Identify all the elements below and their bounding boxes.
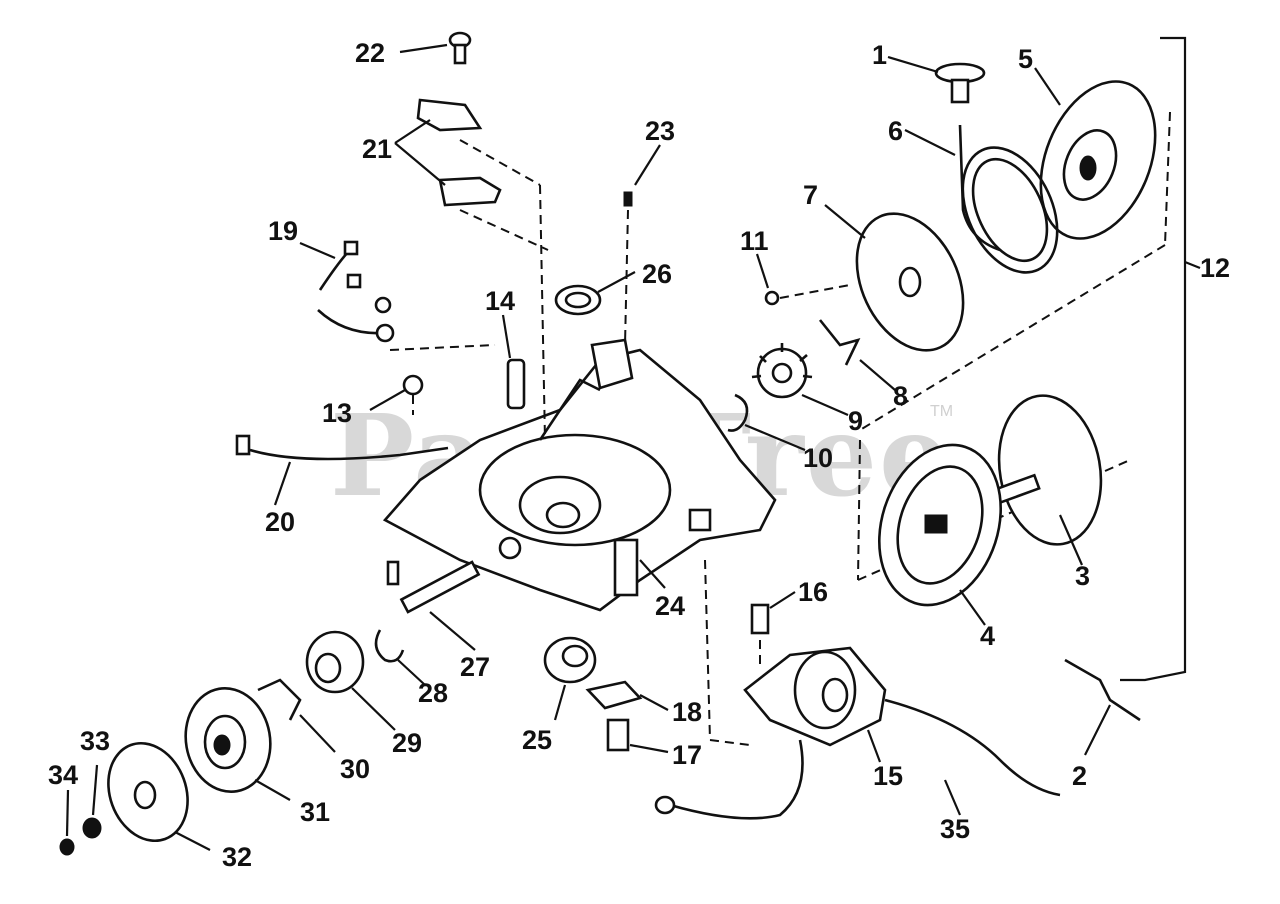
callout-33: 33 [80, 726, 110, 756]
part-11-screw [755, 253, 851, 306]
callout-11: 11 [740, 226, 769, 256]
callout-8: 8 [893, 381, 908, 411]
callout-2: 2 [1072, 761, 1087, 791]
part-17-bolt [606, 718, 669, 754]
callout-7: 7 [803, 180, 818, 210]
part-23-pin [623, 144, 661, 346]
part-9-gear [751, 343, 849, 417]
callout-35: 35 [940, 814, 970, 844]
part-14-spark-plug [501, 314, 526, 410]
part-15-ignition-coil [743, 646, 887, 763]
part-25-bearing [543, 636, 597, 721]
part-16-screw [750, 591, 796, 665]
callout-21: 21 [362, 134, 392, 164]
callout-labels: 1 2 3 4 5 6 7 8 9 10 11 12 13 14 15 16 1… [48, 38, 1230, 872]
callout-6: 6 [888, 116, 903, 146]
callout-25: 25 [522, 725, 552, 755]
callout-4: 4 [980, 621, 995, 651]
part-26-bushing [554, 271, 636, 316]
callout-28: 28 [418, 678, 448, 708]
part-35-lead-wires [654, 698, 1061, 820]
callout-24: 24 [655, 591, 685, 621]
part-32-disc [107, 741, 211, 851]
callout-20: 20 [265, 507, 295, 537]
part-19-connector [299, 240, 496, 351]
callout-31: 31 [300, 797, 330, 827]
callout-10: 10 [803, 443, 833, 473]
part-24-leader [639, 559, 751, 746]
callout-14: 14 [485, 286, 515, 316]
part-29-gear [305, 630, 396, 731]
callout-3: 3 [1075, 561, 1090, 591]
part-8-spring-wire [818, 319, 896, 391]
part-30-spring [257, 678, 336, 753]
callout-30: 30 [340, 754, 370, 784]
part-18-plate [585, 680, 669, 711]
part-28-clip [374, 629, 426, 686]
part-31-flywheel [184, 686, 291, 801]
part-10-retaining-clip [727, 393, 806, 452]
part-21-22-bracket-screw [394, 31, 549, 441]
callout-26: 26 [642, 259, 672, 289]
part-4-starter-housing [877, 443, 1003, 626]
part-13-bolt [369, 374, 424, 415]
callout-27: 27 [460, 652, 490, 682]
part-33-34-nut-washer [59, 764, 102, 856]
callout-5: 5 [1018, 44, 1033, 74]
watermark-trademark: TM [930, 403, 953, 420]
callout-23: 23 [645, 116, 675, 146]
part-engine-block [382, 338, 777, 612]
callout-22: 22 [355, 38, 385, 68]
callout-1: 1 [872, 40, 887, 70]
callout-13: 13 [322, 398, 352, 428]
callout-12: 12 [1200, 253, 1230, 283]
callout-29: 29 [392, 728, 422, 758]
callout-19: 19 [268, 216, 298, 246]
part-27-shaft [386, 560, 481, 651]
callout-15: 15 [873, 761, 903, 791]
callout-18: 18 [672, 697, 702, 727]
part-1-starter-handle [887, 55, 986, 104]
part-3-drum [993, 394, 1103, 566]
callout-34: 34 [48, 760, 78, 790]
part-20-ignition-lead [235, 434, 449, 506]
callout-9: 9 [848, 406, 863, 436]
part-2-wire [1064, 658, 1141, 756]
callout-32: 32 [222, 842, 252, 872]
callout-17: 17 [672, 740, 702, 770]
part-5-pulley [1034, 67, 1157, 240]
part-6-recoil-spring [904, 124, 1059, 274]
callout-16: 16 [798, 577, 828, 607]
part-7-plate [824, 204, 965, 352]
